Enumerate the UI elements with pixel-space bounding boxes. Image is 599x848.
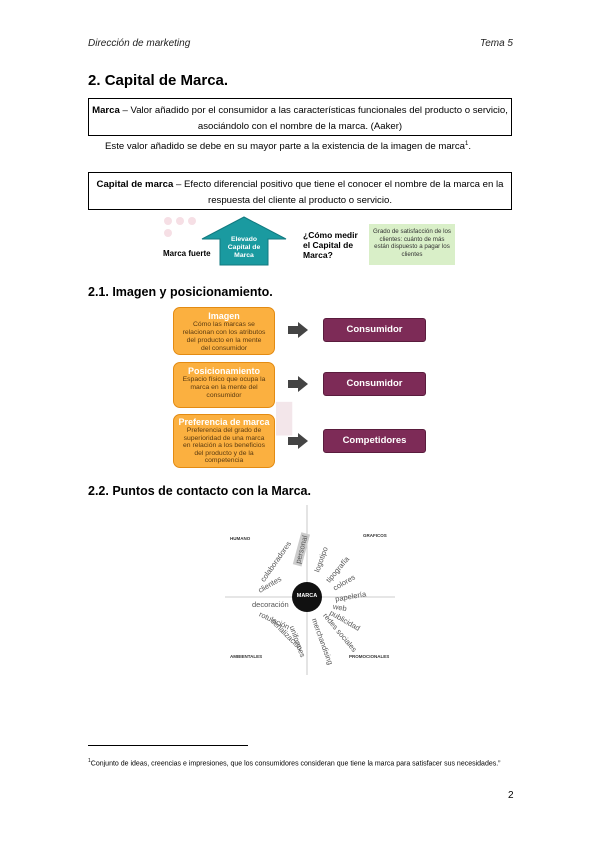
concept-target-consumidor: Consumidor [323,318,426,342]
watermark-logo [160,215,200,255]
header-subject: Dirección de marketing [88,38,191,49]
concept-card-preferencia: Preferencia de marca Preferencia del gra… [173,414,275,468]
point-decoracion: decoración [252,600,289,609]
brand-left-label: Marca fuerte [163,249,211,258]
quadrant-humano: HUMANO [230,536,251,541]
arrow-right-icon [288,322,308,338]
contact-diagram-lines [225,505,395,675]
paragraph: Este valor añadido se debe en su mayor p… [105,141,525,152]
concept-title: Posicionamiento [187,366,260,376]
footnote-ref: 1 [464,141,469,147]
page-number: 2 [508,790,514,801]
arrow-right-icon [288,376,308,392]
paragraph-end: . [468,141,471,153]
footnote-separator [88,745,248,746]
section-number: 2. [88,72,101,89]
definition-box-marca: Marca – Valor añadido por el consumidor … [88,98,512,136]
concept-target-consumidor-2: Consumidor [323,372,426,396]
concept-card-imagen: Imagen Cómo las marcas se relacionan con… [173,307,275,355]
concept-title: Imagen [208,311,240,321]
concept-desc: Preferencia del grado de superioridad de… [183,427,265,465]
paragraph-text: Este valor añadido se debe en su mayor p… [105,141,465,153]
brand-arrow-label: Elevado Capital de Marca [227,236,261,259]
definition-term: Marca [92,105,120,116]
concept-desc: Cómo las marcas se relacionan con los at… [182,321,266,352]
quadrant-ambientales: AMBIENTALES [230,654,263,659]
watermark-shape: ▮ [272,391,297,440]
definition-text: – Valor añadido por el consumidor a las … [119,105,508,132]
subsection-title-imagen: 2.1. Imagen y posicionamiento. [88,285,273,299]
section-title-text: Capital de Marca. [104,72,229,89]
quadrant-promocionales: PROMOCIONALES [349,654,390,659]
brand-arrow [201,216,287,266]
contact-center: MARCA [296,593,318,599]
footnote-text: Conjunto de ideas, creencias e impresion… [90,760,501,768]
concept-card-posicionamiento: Posicionamiento Espacio físico que ocupa… [173,362,275,408]
brand-question: ¿Cómo medir el Capital de Marca? [303,230,358,260]
definition-box-capital: Capital de marca – Efecto diferencial po… [88,172,512,210]
footnote-number: 1 [88,758,91,764]
concept-title: Preferencia de marca [178,417,270,427]
concept-target-competidores: Competidores [323,429,426,453]
brand-answer-box: Grado de satisfacción de los clientes: c… [369,224,455,265]
definition-text: – Efecto diferencial positivo que tiene … [173,179,504,206]
header-topic: Tema 5 [480,38,513,49]
subsection-title-puntos: 2.2. Puntos de contacto con la Marca. [88,484,311,498]
footnote: 1Conjunto de ideas, creencias e impresio… [88,755,508,770]
section-title: 2. Capital de Marca. [88,72,228,89]
concept-desc: Espacio físico que ocupa la marca en la … [182,376,266,399]
quadrant-graficos: GRAFICOS [363,533,387,538]
arrow-right-icon [288,433,308,449]
definition-term: Capital de marca [96,179,174,190]
